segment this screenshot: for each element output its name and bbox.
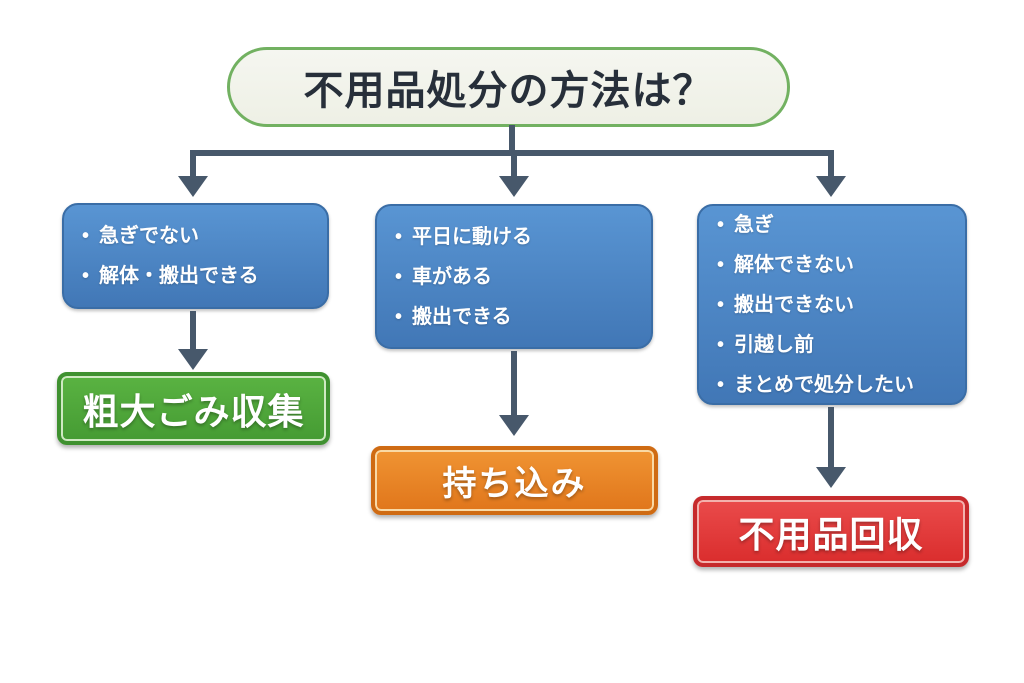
result-box-junk-removal: 不用品回収 xyxy=(693,496,969,567)
arrow-down-icon xyxy=(499,415,529,436)
bullet-icon: • xyxy=(717,373,725,396)
arrow-down-icon xyxy=(499,176,529,197)
condition-box-right: • 急ぎ • 解体できない • 搬出できない • 引越し前 • まとめで処分した… xyxy=(697,204,967,405)
condition-text: 平日に動ける xyxy=(412,225,533,248)
condition-item: • 搬出できる xyxy=(395,297,633,337)
connector-left-result xyxy=(190,311,196,351)
title-node: 不用品処分の方法は？ xyxy=(227,47,790,127)
bullet-icon: • xyxy=(82,225,90,247)
condition-item: • 搬出できない xyxy=(717,285,947,325)
condition-text: まとめで処分したい xyxy=(734,373,915,396)
connector-trunk xyxy=(509,125,515,156)
bullet-icon: • xyxy=(717,293,725,316)
arrow-down-icon xyxy=(178,349,208,370)
connector-middle-result xyxy=(511,351,517,417)
connector-drop-middle xyxy=(511,150,517,178)
condition-box-left: • 急ぎでない • 解体・搬出できる xyxy=(62,203,329,309)
arrow-down-icon xyxy=(816,176,846,197)
condition-item: • 解体・搬出できる xyxy=(82,256,309,296)
condition-text: 搬出できる xyxy=(412,305,512,328)
bullet-icon: • xyxy=(717,253,725,276)
condition-item: • 平日に動ける xyxy=(395,217,633,257)
bullet-icon: • xyxy=(82,265,90,287)
bullet-icon: • xyxy=(395,305,403,328)
condition-box-middle: • 平日に動ける • 車がある • 搬出できる xyxy=(375,204,653,349)
bullet-icon: • xyxy=(717,333,725,356)
bullet-icon: • xyxy=(395,265,403,288)
bullet-icon: • xyxy=(717,213,725,236)
condition-text: 車がある xyxy=(412,265,493,288)
condition-text: 引越し前 xyxy=(734,333,815,356)
condition-item: • 急ぎでない xyxy=(82,216,309,256)
title-text: 不用品処分の方法は？ xyxy=(303,69,714,113)
condition-text: 解体・搬出できる xyxy=(99,265,259,287)
condition-item: • 引越し前 xyxy=(717,325,947,365)
condition-item: • まとめで処分したい xyxy=(717,365,947,405)
arrow-down-icon xyxy=(816,467,846,488)
condition-text: 解体できない xyxy=(734,253,855,276)
connector-right-result xyxy=(828,407,834,469)
arrow-down-icon xyxy=(178,176,208,197)
result-box-bulky-waste-collection: 粗大ごみ収集 xyxy=(57,372,330,445)
result-text: 粗大ごみ収集 xyxy=(82,390,305,432)
condition-text: 急ぎでない xyxy=(99,225,200,247)
condition-item: • 車がある xyxy=(395,257,633,297)
condition-text: 急ぎ xyxy=(734,213,775,236)
result-text: 不用品回収 xyxy=(738,513,924,555)
condition-text: 搬出できない xyxy=(734,293,855,316)
connector-drop-left xyxy=(190,150,196,178)
result-text: 持ち込み xyxy=(442,465,587,503)
bullet-icon: • xyxy=(395,225,403,248)
condition-item: • 解体できない xyxy=(717,245,947,285)
connector-drop-right xyxy=(828,150,834,178)
result-box-bring-in: 持ち込み xyxy=(371,446,658,515)
condition-item: • 急ぎ xyxy=(717,205,947,245)
